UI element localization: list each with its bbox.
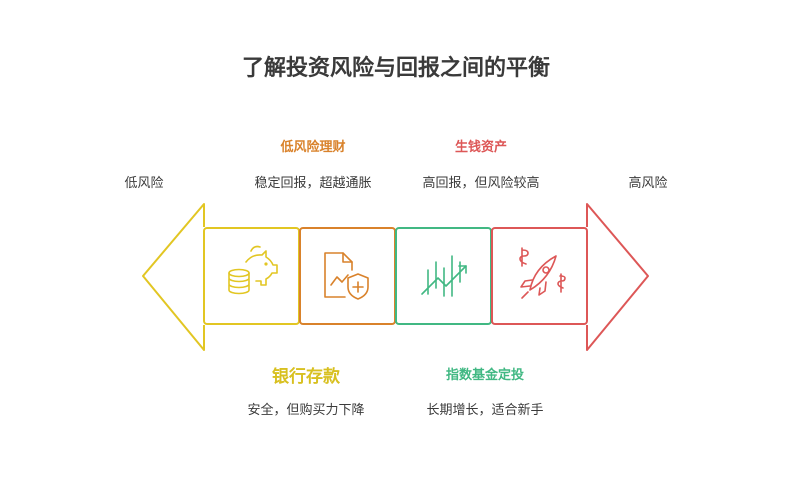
document-shield-icon bbox=[324, 252, 369, 300]
step-2-heading: 低风险理财 bbox=[280, 140, 346, 155]
step-1-description: 安全，但购买力下降 bbox=[247, 403, 365, 418]
step-2-description: 稳定回报，超越通胀 bbox=[254, 176, 372, 191]
left-arrow-head bbox=[142, 203, 205, 351]
high-risk-label: 高风险 bbox=[628, 176, 668, 191]
rocket-dollar-icon bbox=[519, 247, 566, 299]
step-3-heading: 指数基金定投 bbox=[445, 368, 524, 383]
step-4-description: 高回报，但风险较高 bbox=[422, 176, 540, 191]
step-3-description: 长期增长，适合新手 bbox=[426, 403, 544, 418]
step-1-box bbox=[203, 227, 300, 325]
step-4-box bbox=[491, 227, 588, 325]
growth-chart-icon bbox=[421, 255, 467, 297]
low-risk-label: 低风险 bbox=[124, 176, 164, 191]
page-title: 了解投资风险与回报之间的平衡 bbox=[241, 56, 550, 81]
piggy-bank-coins-icon bbox=[228, 245, 278, 295]
right-arrow-head bbox=[586, 203, 649, 351]
step-1-heading: 银行存款 bbox=[272, 367, 340, 387]
step-4-heading: 生钱资产 bbox=[454, 140, 507, 155]
